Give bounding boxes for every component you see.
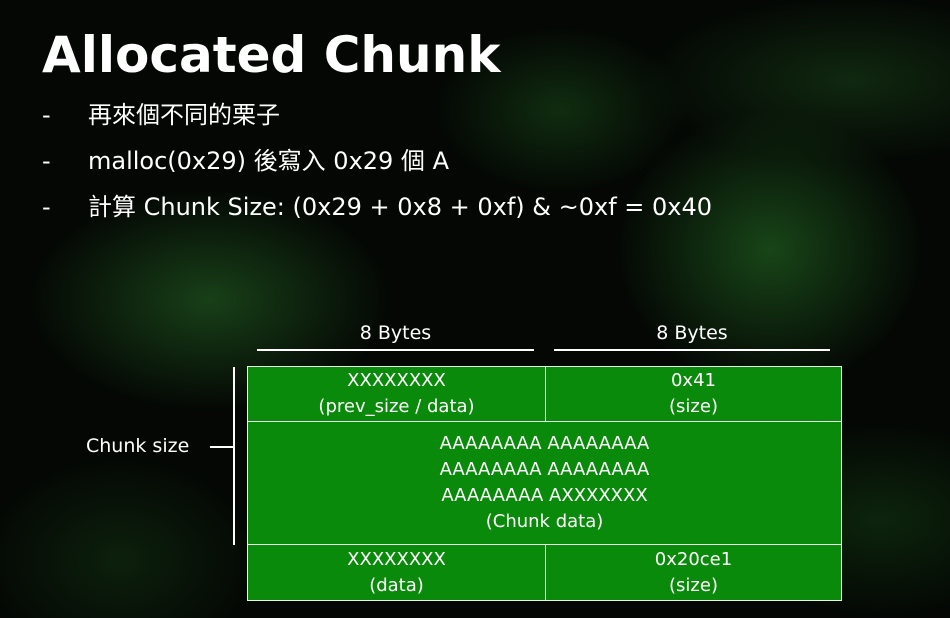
cell-value: AAAAAAAA AXXXXXXX <box>441 485 648 506</box>
next-data-cell: XXXXXXXX (data) <box>247 544 546 601</box>
chunk-size-label: Chunk size <box>86 435 190 457</box>
header-left-underline <box>257 349 534 351</box>
cell-value: AAAAAAAA AAAAAAAA <box>439 459 650 480</box>
cell-caption: (size) <box>669 574 718 596</box>
prev-size-cell: XXXXXXXX (prev_size / data) <box>247 366 546 422</box>
cell-caption: (data) <box>369 574 424 596</box>
cell-value: 0x41 <box>670 370 716 391</box>
cell-caption: (size) <box>669 396 718 417</box>
cell-value: 0x20ce1 <box>654 548 733 570</box>
cell-value: XXXXXXXX <box>347 370 446 391</box>
slide-title: Allocated Chunk <box>42 26 501 84</box>
size-cell: 0x41 (size) <box>545 366 842 422</box>
header-left-label: 8 Bytes <box>359 322 432 344</box>
chunk-size-tick <box>210 446 234 448</box>
header-right-label: 8 Bytes <box>656 322 728 344</box>
bullet-text: 再來個不同的栗子 <box>88 101 280 129</box>
bullet-text: malloc(0x29) 後寫入 0x29 個 A <box>88 147 449 175</box>
chunk-data-cell: AAAAAAAA AAAAAAAA AAAAAAAA AAAAAAAA AAAA… <box>247 421 842 545</box>
bullet-marker: - <box>42 193 51 221</box>
bullet-marker: - <box>42 101 51 129</box>
cell-caption: (prev_size / data) <box>318 396 475 417</box>
bullet-text: 計算 Chunk Size: (0x29 + 0x8 + 0xf) & ~0xf… <box>88 193 713 221</box>
cell-value: AAAAAAAA AAAAAAAA <box>439 433 650 454</box>
chunk-size-bracket <box>233 367 235 545</box>
bullet-marker: - <box>42 147 51 175</box>
cell-value: XXXXXXXX <box>347 548 446 570</box>
top-chunk-size-cell: 0x20ce1 (size) <box>545 544 842 601</box>
header-right-underline <box>554 349 830 351</box>
cell-caption: (Chunk data) <box>485 511 604 532</box>
